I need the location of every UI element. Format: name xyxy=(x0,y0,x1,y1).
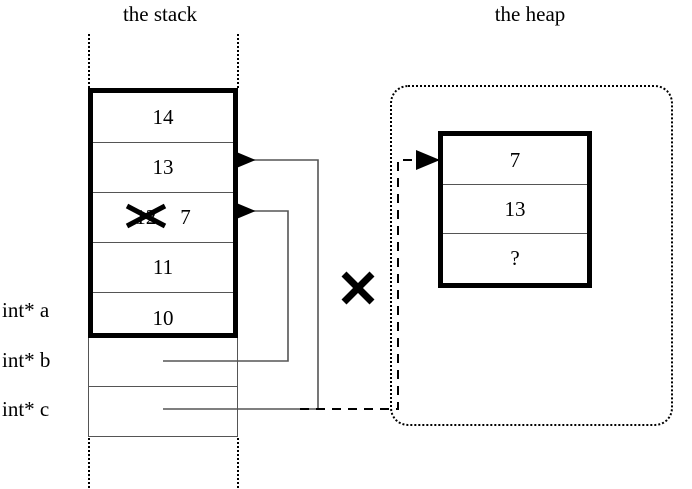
variable-label-b: int* b xyxy=(2,348,51,372)
stack-main-block: 14 13 12 7 11 10 xyxy=(88,88,238,338)
heap-cell-0: 7 xyxy=(443,136,587,185)
heap-cell-value: ? xyxy=(510,246,520,270)
variable-label-a: int* a xyxy=(2,298,50,322)
heap-cell-value: 7 xyxy=(509,147,521,172)
stack-cell-value: 13 xyxy=(152,155,174,179)
stack-bottom-right-dotted-line xyxy=(237,438,239,488)
heap-title: the heap xyxy=(494,2,566,26)
stack-top-left-dotted-line xyxy=(88,34,90,88)
stack-cell-10: 10 xyxy=(93,293,233,343)
stack-cell-12-overwritten: 12 7 xyxy=(93,193,233,243)
invalid-pointer-x-icon xyxy=(341,271,375,305)
heap-allocation-box: 7 13 ? xyxy=(438,131,592,288)
stack-top-right-dotted-line xyxy=(237,34,239,88)
heap-cell-2: ? xyxy=(443,234,587,283)
stack-title: the stack xyxy=(122,2,198,26)
stack-pointer-block xyxy=(88,338,238,437)
stack-cell-value: 12 xyxy=(135,205,157,229)
stack-cell-replacement-value: 7 xyxy=(180,205,191,229)
stack-cell-value: 11 xyxy=(152,255,174,279)
stack-cell-11: 11 xyxy=(93,243,233,293)
heap-cell-1: 13 xyxy=(443,185,587,234)
stack-cell-value: 10 xyxy=(152,305,174,330)
variable-label-c: int* c xyxy=(2,397,50,421)
stack-cell-value: 14 xyxy=(152,105,174,129)
stack-bottom-left-dotted-line xyxy=(88,438,90,488)
stack-cell-pointer-b xyxy=(89,338,237,387)
stack-cell-13: 13 xyxy=(93,143,233,193)
stack-cell-pointer-c xyxy=(89,387,237,436)
heap-cell-value: 13 xyxy=(504,196,526,221)
stack-cell-14: 14 xyxy=(93,93,233,143)
struck-value-wrapper: 12 xyxy=(126,203,167,230)
